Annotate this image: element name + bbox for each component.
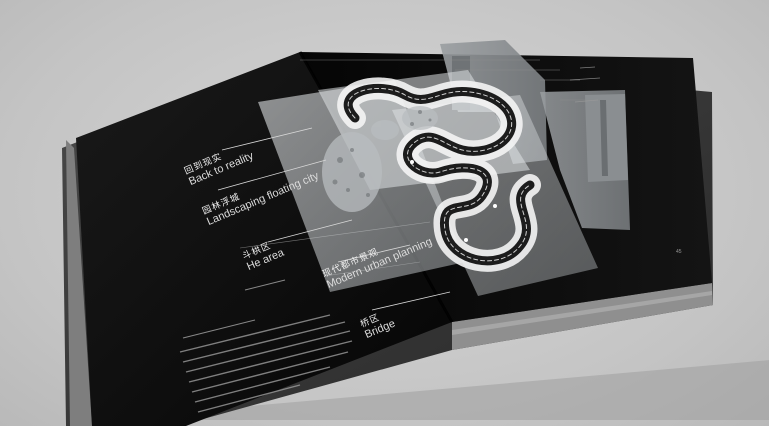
book-shadow xyxy=(92,360,769,420)
pointer-line xyxy=(337,244,411,263)
left-page xyxy=(76,52,452,426)
pointer-line xyxy=(371,291,451,311)
pointer-line xyxy=(217,159,327,191)
page-stack-bottom xyxy=(452,283,713,350)
pointer-line xyxy=(267,219,353,243)
page-number: 45 xyxy=(676,249,682,255)
pointer-line xyxy=(221,127,313,151)
page-stack-left xyxy=(66,140,92,426)
